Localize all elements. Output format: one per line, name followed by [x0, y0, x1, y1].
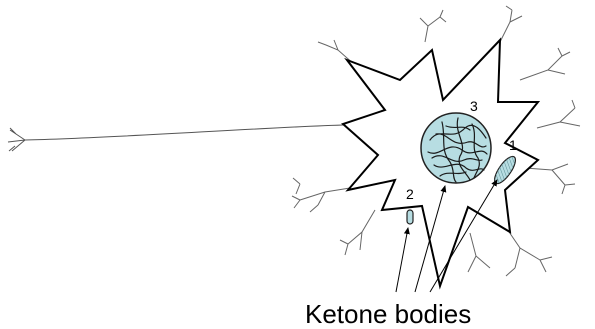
- nucleus-label: 3: [470, 98, 478, 114]
- axon: [8, 125, 343, 151]
- caption: Ketone bodies: [305, 299, 471, 329]
- nucleus: [421, 113, 491, 183]
- organelle-2-label: 2: [406, 186, 414, 202]
- organelle-1-label: 1: [509, 137, 517, 153]
- organelle-2: [407, 210, 413, 224]
